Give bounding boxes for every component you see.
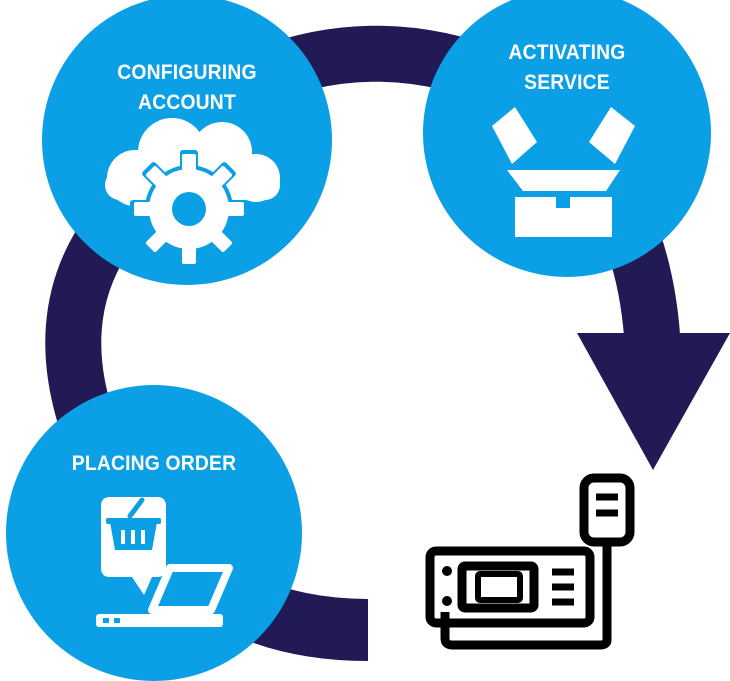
step-circle-activating-service <box>423 0 711 277</box>
step-label-configuring-account: CONFIGURING ACCOUNT <box>95 58 279 118</box>
cloud-gear-icon <box>105 118 280 268</box>
step-label-line: CONFIGURING <box>117 61 257 84</box>
open-box-icon <box>492 107 635 237</box>
radio-transceiver-icon <box>425 473 635 650</box>
step-label-line: PLACING ORDER <box>71 452 237 475</box>
laptop-shopping-basket-icon <box>96 497 233 627</box>
step-label-line: SERVICE <box>524 71 610 94</box>
step-label-activating-service: ACTIVATING SERVICE <box>475 38 659 98</box>
step-label-line: ACCOUNT <box>138 91 236 114</box>
step-label-placing-order: PLACING ORDER <box>57 449 250 479</box>
step-label-line: ACTIVATING <box>508 41 626 64</box>
cycle-arrowhead <box>577 333 730 470</box>
